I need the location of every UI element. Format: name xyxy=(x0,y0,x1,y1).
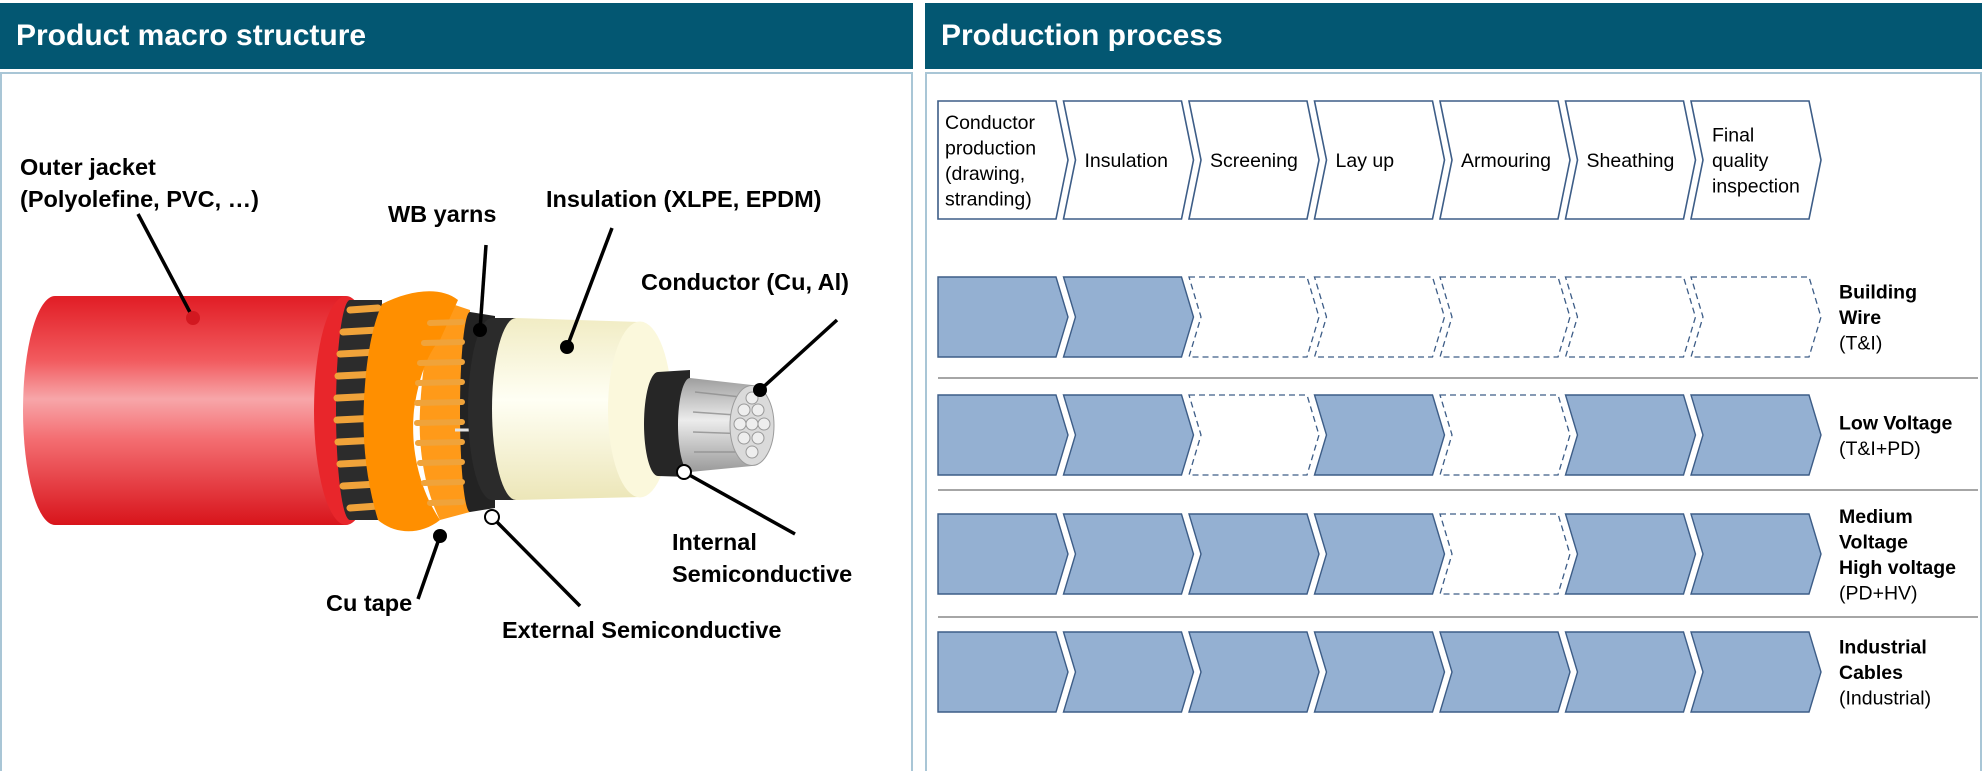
process-step-inactive xyxy=(1188,276,1320,358)
process-step-active xyxy=(1564,513,1697,595)
process-step-active xyxy=(1188,513,1320,595)
label-internal-semiconductive: Internal xyxy=(672,529,757,555)
process-step-label: Screening xyxy=(1210,150,1298,172)
process-step-active xyxy=(1564,631,1697,713)
label-outer-jacket-materials: (Polyolefine, PVC, …) xyxy=(20,186,259,212)
process-step-active xyxy=(1313,394,1446,476)
process-step-chevron xyxy=(937,100,1069,220)
process-step-active xyxy=(1062,631,1195,713)
process-step-label: Sheathing xyxy=(1587,150,1675,172)
process-step-chevron xyxy=(1690,100,1822,220)
process-chevron-matrix: Conductor production (drawing, stranding) In… xyxy=(937,100,1978,713)
row-label-segment: (PD+HV) xyxy=(1839,582,1918,604)
process-step-label: Conductor xyxy=(945,112,1035,134)
process-step-active xyxy=(937,394,1069,476)
process-step-label: production xyxy=(945,137,1036,159)
process-step-active xyxy=(1313,631,1446,713)
label-internal-semiconductive-2: Semiconductive xyxy=(672,561,852,587)
process-step-active xyxy=(1062,394,1195,476)
row-label-title: Voltage xyxy=(1839,531,1908,553)
label-insulation: Insulation (XLPE, EPDM) xyxy=(546,186,821,212)
process-step-active xyxy=(937,276,1069,358)
process-step-chevron xyxy=(1564,100,1697,220)
label-conductor: Conductor (Cu, Al) xyxy=(641,269,849,295)
row-label-title: Medium xyxy=(1839,506,1913,528)
process-step-active xyxy=(1439,631,1571,713)
process-step-label: stranding) xyxy=(945,188,1032,210)
label-outer-jacket: Outer jacket xyxy=(20,154,156,180)
process-step-active xyxy=(1690,513,1822,595)
row-label-title: Low Voltage xyxy=(1839,412,1953,434)
production-process-panel: Production process Conductor production (d… xyxy=(925,0,1982,771)
process-step-active xyxy=(1313,513,1446,595)
process-step-label: Insulation xyxy=(1085,150,1168,172)
row-label-segment: (Industrial) xyxy=(1839,688,1931,710)
process-step-inactive xyxy=(1188,394,1320,476)
cable-cross-section-diagram: Outer jacket (Polyolefine, PVC, …) WB ya… xyxy=(20,154,852,643)
process-step-active xyxy=(937,631,1069,713)
conductor-shape xyxy=(678,378,775,472)
process-step-chevron xyxy=(1313,100,1446,220)
process-step-chevron xyxy=(1188,100,1320,220)
process-step-inactive xyxy=(1439,394,1571,476)
label-cu-tape: Cu tape xyxy=(326,590,412,616)
row-label-segment: (T&I) xyxy=(1839,333,1882,355)
label-wb-yarns: WB yarns xyxy=(388,201,496,227)
process-step-label: Armouring xyxy=(1461,150,1551,172)
process-step-label: inspection xyxy=(1712,176,1800,198)
outer-jacket-shape xyxy=(23,296,378,525)
row-label-title: Industrial xyxy=(1839,637,1927,659)
process-step-chevron xyxy=(1062,100,1195,220)
process-step-label: Lay up xyxy=(1336,150,1395,172)
process-step-inactive xyxy=(1313,276,1446,358)
process-step-label: quality xyxy=(1712,150,1769,172)
process-step-chevron xyxy=(1439,100,1571,220)
row-label-segment: (T&I+PD) xyxy=(1839,438,1921,460)
process-step-inactive xyxy=(1439,276,1571,358)
process-step-inactive xyxy=(1690,276,1822,358)
leader-lines xyxy=(136,213,839,608)
process-step-active xyxy=(1062,513,1195,595)
process-step-active xyxy=(1188,631,1320,713)
row-label-title: Cables xyxy=(1839,662,1903,684)
process-step-inactive xyxy=(1564,276,1697,358)
label-external-semiconductive: External Semiconductive xyxy=(502,617,782,643)
internal-semiconductive-shape xyxy=(644,370,690,477)
process-step-active xyxy=(1690,394,1822,476)
product-structure-panel: Product macro structure xyxy=(0,0,913,771)
process-step-label: Final xyxy=(1712,125,1754,147)
row-label-title: Wire xyxy=(1839,307,1881,329)
wb-yarn-tape-shape xyxy=(363,291,470,532)
row-label-title: Building xyxy=(1839,282,1917,304)
process-step-active xyxy=(1062,276,1195,358)
process-step-active xyxy=(1690,631,1822,713)
label-markers xyxy=(186,311,767,543)
process-step-inactive xyxy=(1439,513,1571,595)
row-label-title: High voltage xyxy=(1839,557,1956,579)
process-step-label: (drawing, xyxy=(945,163,1025,185)
panel-title-production-process: Production process xyxy=(925,3,1982,69)
process-step-active xyxy=(937,513,1069,595)
panel-title-product-structure: Product macro structure xyxy=(0,3,913,69)
process-step-active xyxy=(1564,394,1697,476)
